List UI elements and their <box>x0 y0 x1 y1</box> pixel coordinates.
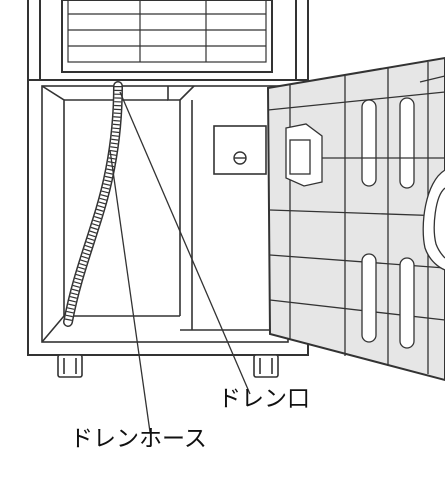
vent-grille <box>61 0 273 73</box>
drain-hose-label: ドレンホース <box>70 426 207 452</box>
drain-port-label: ドレン口 <box>218 386 310 412</box>
drain-hose <box>63 81 123 327</box>
leader-lines <box>109 91 251 433</box>
lower-compartment <box>41 85 289 343</box>
drain-port <box>213 125 267 175</box>
open-door-panel <box>266 56 445 382</box>
caster-feet <box>57 354 279 378</box>
